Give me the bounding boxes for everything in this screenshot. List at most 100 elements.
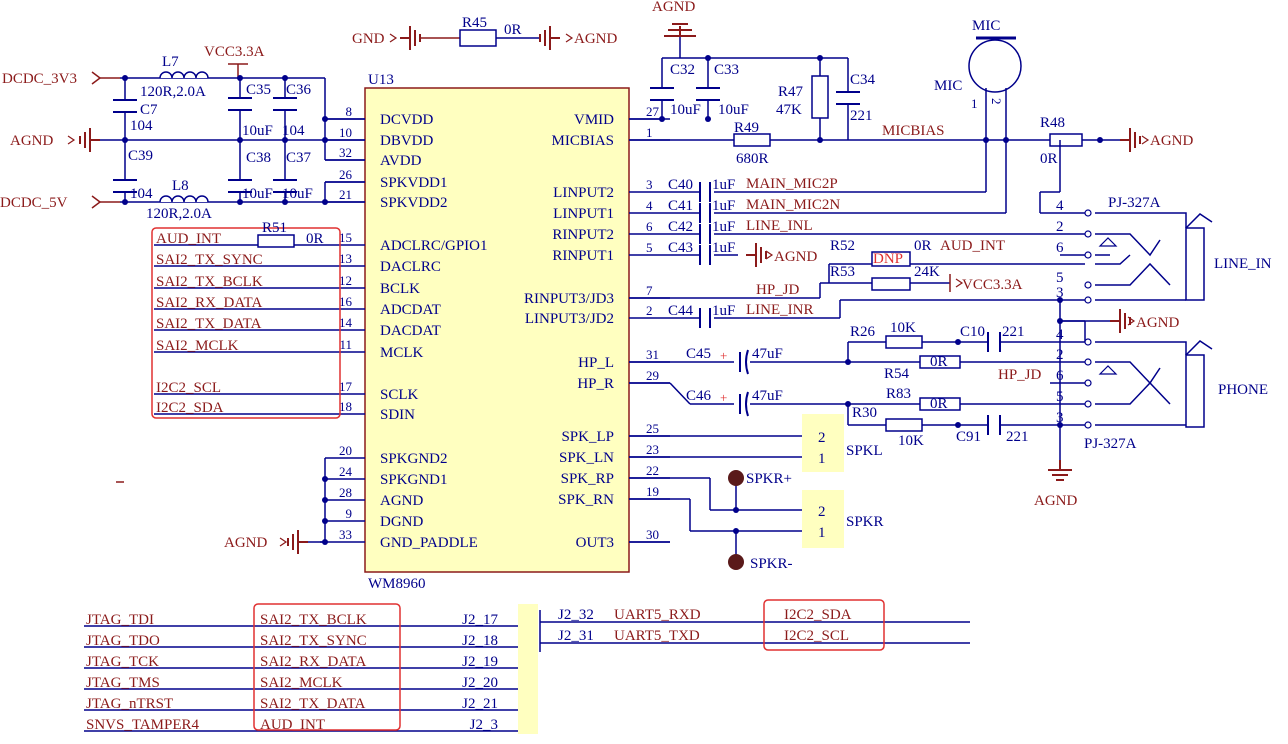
jack-pin-number: 6 [1056,240,1064,256]
right-pin-name: HP_R [577,376,614,392]
c46-ref: C46 [686,388,712,404]
r47-body [811,75,829,119]
sai-net-label: I2C2_SCL [156,380,221,396]
cap-ref: C43 [668,240,693,256]
left-pin-name: ADCLRC/GPIO1 [380,238,488,254]
jack-pin-contact [1084,400,1092,408]
right-pin-name: SPK_RP [561,471,614,487]
c10-ref: C10 [960,324,985,340]
r52-val: DNP [873,251,903,267]
r30-ref: R30 [852,405,877,421]
r51-ref: R51 [262,220,287,236]
cap-ref: C40 [668,177,693,193]
j2-pin-label: J2_3 [470,717,498,733]
c32-val: 10uF [670,102,701,118]
i2c-net-label: I2C2_SCL [784,628,849,644]
jack-pin-number: 5 [1056,270,1064,286]
bottom-left-sai-box [253,603,401,731]
j2-pin-label: J2_18 [462,633,498,649]
r48-val: 0R [1040,151,1058,167]
c36-val: 104 [282,123,305,139]
agnd-r48-label: AGND [1150,133,1193,149]
left-pin-name: SPKVDD1 [380,175,448,191]
c35-val: 10uF [242,123,273,139]
jack-pin-number: 5 [1056,389,1064,405]
svg-text:+: + [720,348,727,363]
right-pin-number: 22 [646,463,659,478]
r53-ref: R53 [830,264,855,280]
r49-val: 680R [736,151,769,167]
right-pin-number: 25 [646,421,659,436]
cap-value: 1uF [712,219,735,235]
r83-val: 0R [930,396,948,412]
jack-pin-contact [1084,296,1092,304]
agnd-jack-label: AGND [1136,315,1179,331]
c7-val: 104 [130,118,153,134]
r83-body [919,397,961,411]
left-pin-name: DCVDD [380,112,434,128]
left-pin-name: DBVDD [380,133,434,149]
c37-val: 10uF [282,186,313,202]
uart-net-label: UART5_RXD [614,607,701,623]
left-pin-name: MCLK [380,345,424,361]
sai-net-label: SAI2_MCLK [156,338,239,354]
phone-label: PHONE [1218,382,1268,398]
c39-ref: C39 [128,148,153,164]
left-pin-name: SPKVDD2 [380,195,448,211]
jack-pin-contact [1084,281,1092,289]
line-inr-net: LINE_INR [746,302,814,318]
ic-ref: U13 [368,72,394,88]
line-in-jack-body [1095,212,1213,301]
agnd-top-label: AGND [574,31,617,47]
c37-ref: C37 [286,150,312,166]
left-pin-name: DACLRC [380,259,441,275]
r53-body [871,277,911,291]
right-pin-name: RINPUT3/JD3 [524,291,614,307]
jtag-net-label: JTAG_nTRST [86,696,173,712]
right-pin-name: LINPUT1 [553,206,614,222]
jack-pin-number: 2 [1056,219,1064,235]
jack-pin-number: 6 [1056,368,1064,384]
right-pin-name: SPK_LN [559,450,614,466]
r49-body [733,133,771,147]
right-pin-name: LINPUT3/JD2 [525,311,614,327]
sai-net-label: SAI2_TX_BCLK [156,274,263,290]
c10-val: 221 [1002,324,1025,340]
line-in-label: LINE_IN [1214,256,1272,272]
hp-jd-net: HP_JD [756,282,800,298]
jack-pin-contact [1084,379,1092,387]
cap-value: 1uF [712,198,735,214]
right-pin-name: RINPUT1 [552,248,614,264]
l7-ref: L7 [162,54,179,70]
right-pin-number: 19 [646,484,659,499]
dcdc-5v-label: DCDC_5V [0,195,68,211]
j2-pin-label: J2_21 [462,696,498,712]
right-pin-number: 27 [646,104,660,119]
jack-pin-number: 3 [1056,285,1064,301]
r53-val: 24K [914,264,940,280]
jtag-net-label: SNVS_TAMPER4 [86,717,199,733]
r52-body [871,251,911,267]
sai-alt-net-label: SAI2_TX_SYNC [260,633,367,649]
jack-pin-contact [1084,251,1092,259]
right-pin-number: 1 [646,125,653,140]
spkr-connector [802,490,844,548]
jack2-ref: PJ-327A [1084,436,1137,452]
r52-val2: 0R [914,238,932,254]
jack-pin-number: 4 [1056,198,1064,214]
c45-val: 47uF [752,346,783,362]
right-pin-number: 5 [646,240,653,255]
main-mic2p-net: MAIN_MIC2P [746,176,838,192]
r45-body [459,29,497,47]
sai-alt-net-label: SAI2_RX_DATA [260,654,366,670]
r45-ref: R45 [462,15,487,31]
r83-ref: R83 [886,386,911,402]
jtag-net-label: JTAG_TMS [86,675,160,691]
mic-pin2: 2 [989,98,1004,105]
aud-int-r52-net: AUD_INT [940,238,1005,254]
r30-body [885,418,923,432]
spkl-connector [802,414,844,472]
hp-output-network [629,321,1086,426]
r48-body [1049,133,1083,147]
